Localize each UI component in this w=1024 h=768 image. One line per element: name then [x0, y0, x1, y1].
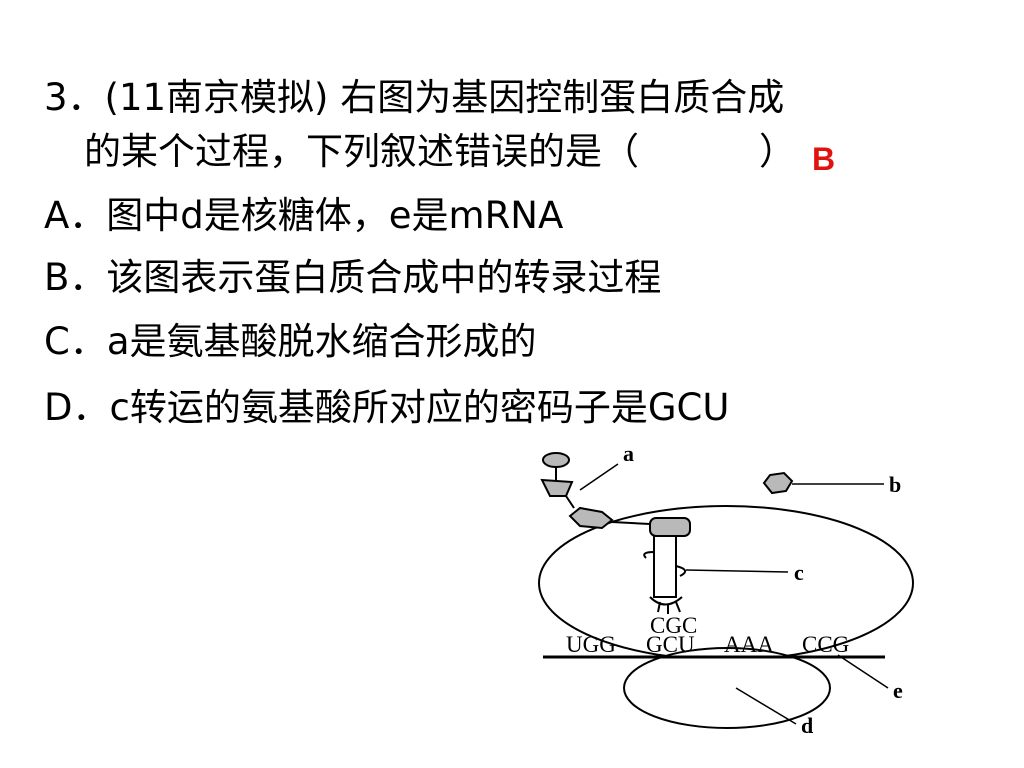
leader-line-d	[735, 687, 797, 725]
option-c: C．a是氨基酸脱水缩合形成的	[44, 320, 537, 363]
option-d: D．c转运的氨基酸所对应的密码子是GCU	[44, 386, 730, 429]
leader-line-e	[837, 654, 889, 689]
codon-2: GCU	[646, 632, 695, 657]
small-ribosome-subunit-d	[623, 647, 831, 729]
leader-line-c	[685, 569, 789, 573]
question-line-2: 的某个过程，下列叙述错误的是（ ）	[84, 130, 796, 174]
label-b: b	[889, 472, 901, 497]
codon-1: UGG	[566, 632, 616, 657]
label-d: d	[801, 713, 813, 738]
peptide-chain-a	[540, 452, 691, 537]
answer-mark: B	[812, 141, 836, 177]
amino-acid-b	[762, 471, 794, 495]
codon-4: CCG	[802, 632, 849, 657]
question-line-2-prefix: 的某个过程，下列叙述错误的是（	[84, 130, 639, 173]
trna-c	[643, 526, 687, 614]
leader-line-a	[579, 463, 619, 491]
label-c: c	[794, 560, 804, 585]
anticodon: CGC	[650, 613, 697, 638]
question-line-2-suffix: ）	[759, 130, 796, 173]
option-a: A．图中d是核糖体，e是mRNA	[44, 194, 564, 237]
label-e: e	[893, 678, 903, 703]
question-line-1: 3．(11南京模拟) 右图为基因控制蛋白质合成	[44, 76, 785, 119]
label-a: a	[623, 441, 634, 466]
option-b: B．该图表示蛋白质合成中的转录过程	[44, 256, 662, 299]
codon-3: AAA	[724, 632, 774, 657]
